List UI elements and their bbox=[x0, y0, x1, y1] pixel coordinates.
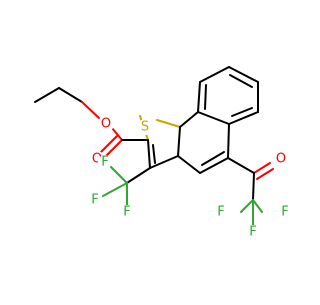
atom-labels: S O O O F F F F F F bbox=[88, 116, 292, 240]
ketone-oxygen-label-bg bbox=[273, 151, 289, 167]
fluorine-1-label-bg bbox=[98, 155, 112, 169]
bond-c8-c7 bbox=[228, 66, 259, 83]
fluorine-5-label: F bbox=[217, 205, 224, 220]
bond-c3-cf3 bbox=[126, 167, 151, 184]
bond-c6-c5a-double bbox=[231, 107, 253, 117]
fluorine-3-label: F bbox=[123, 205, 130, 220]
bond-c8-c7-double bbox=[229, 74, 253, 88]
fluorine-4-label: F bbox=[281, 205, 288, 220]
carbonyl-oxygen-label: O bbox=[92, 152, 102, 167]
fluorine-1-label: F bbox=[101, 155, 108, 170]
bond-ch2-o bbox=[81, 101, 100, 119]
structure-canvas: S O O O F F F F F F bbox=[34, 66, 292, 240]
bond-c5a-c5 bbox=[227, 123, 230, 159]
bond-c9a-c5a bbox=[197, 111, 230, 125]
bond-c9a-c9-double bbox=[204, 84, 207, 110]
bond-o-carbonyl-c bbox=[111, 127, 123, 141]
bond-cf3-f2 bbox=[102, 182, 128, 197]
bond-ethyl-ch3 bbox=[34, 87, 60, 103]
ester-oxygen-label: O bbox=[101, 117, 111, 132]
fluorine-6-label-bg bbox=[246, 225, 260, 239]
bond-ester-co-1 bbox=[103, 139, 123, 159]
bond-c5-ketone-c bbox=[227, 157, 255, 174]
molecule-diagram: S O O O F F F F F F bbox=[34, 66, 292, 240]
bond-c6-c5a bbox=[228, 111, 259, 125]
bond-c3a-c3 bbox=[149, 155, 179, 169]
ketone-oxygen-label: O bbox=[276, 152, 286, 167]
sulfur-label-bg bbox=[137, 119, 153, 135]
bond-c9a-c9 bbox=[197, 81, 201, 113]
bond-cf3b-f4 bbox=[252, 199, 263, 213]
bond-c3-c2 bbox=[147, 139, 151, 169]
bond-cf3-f1 bbox=[109, 165, 128, 184]
bond-c9b-c3a bbox=[177, 126, 181, 157]
bond-s-c9b bbox=[156, 119, 181, 128]
fluorine-2-label-bg bbox=[88, 193, 102, 207]
fluorine-4-label-bg bbox=[278, 205, 292, 219]
bond-ethyl-ch2 bbox=[58, 87, 83, 103]
bond-c9b-c9a bbox=[179, 111, 199, 128]
fluorine-5-label-bg bbox=[214, 205, 228, 219]
fluorine-2-label: F bbox=[91, 193, 98, 208]
bond-c5-c4-double bbox=[201, 151, 225, 166]
sulfur-atom-label: S bbox=[141, 120, 149, 135]
bond-c5-c4 bbox=[199, 157, 229, 174]
bonds bbox=[34, 66, 274, 226]
bond-c3-c2-double bbox=[152, 144, 156, 164]
bond-ketone-cf3 bbox=[252, 172, 255, 201]
bond-c4-c3a bbox=[177, 155, 201, 174]
fluorine-6-label: F bbox=[249, 225, 256, 240]
bond-cf3b-f5 bbox=[240, 199, 254, 213]
fluorine-3-label-bg bbox=[120, 205, 134, 219]
bond-ester-co-2 bbox=[100, 135, 118, 153]
ester-oxygen-label-bg bbox=[98, 116, 114, 132]
bond-ketone-co-2 bbox=[256, 168, 274, 180]
bond-ketone-co-1 bbox=[253, 162, 271, 174]
bond-c9-c8 bbox=[199, 66, 230, 83]
